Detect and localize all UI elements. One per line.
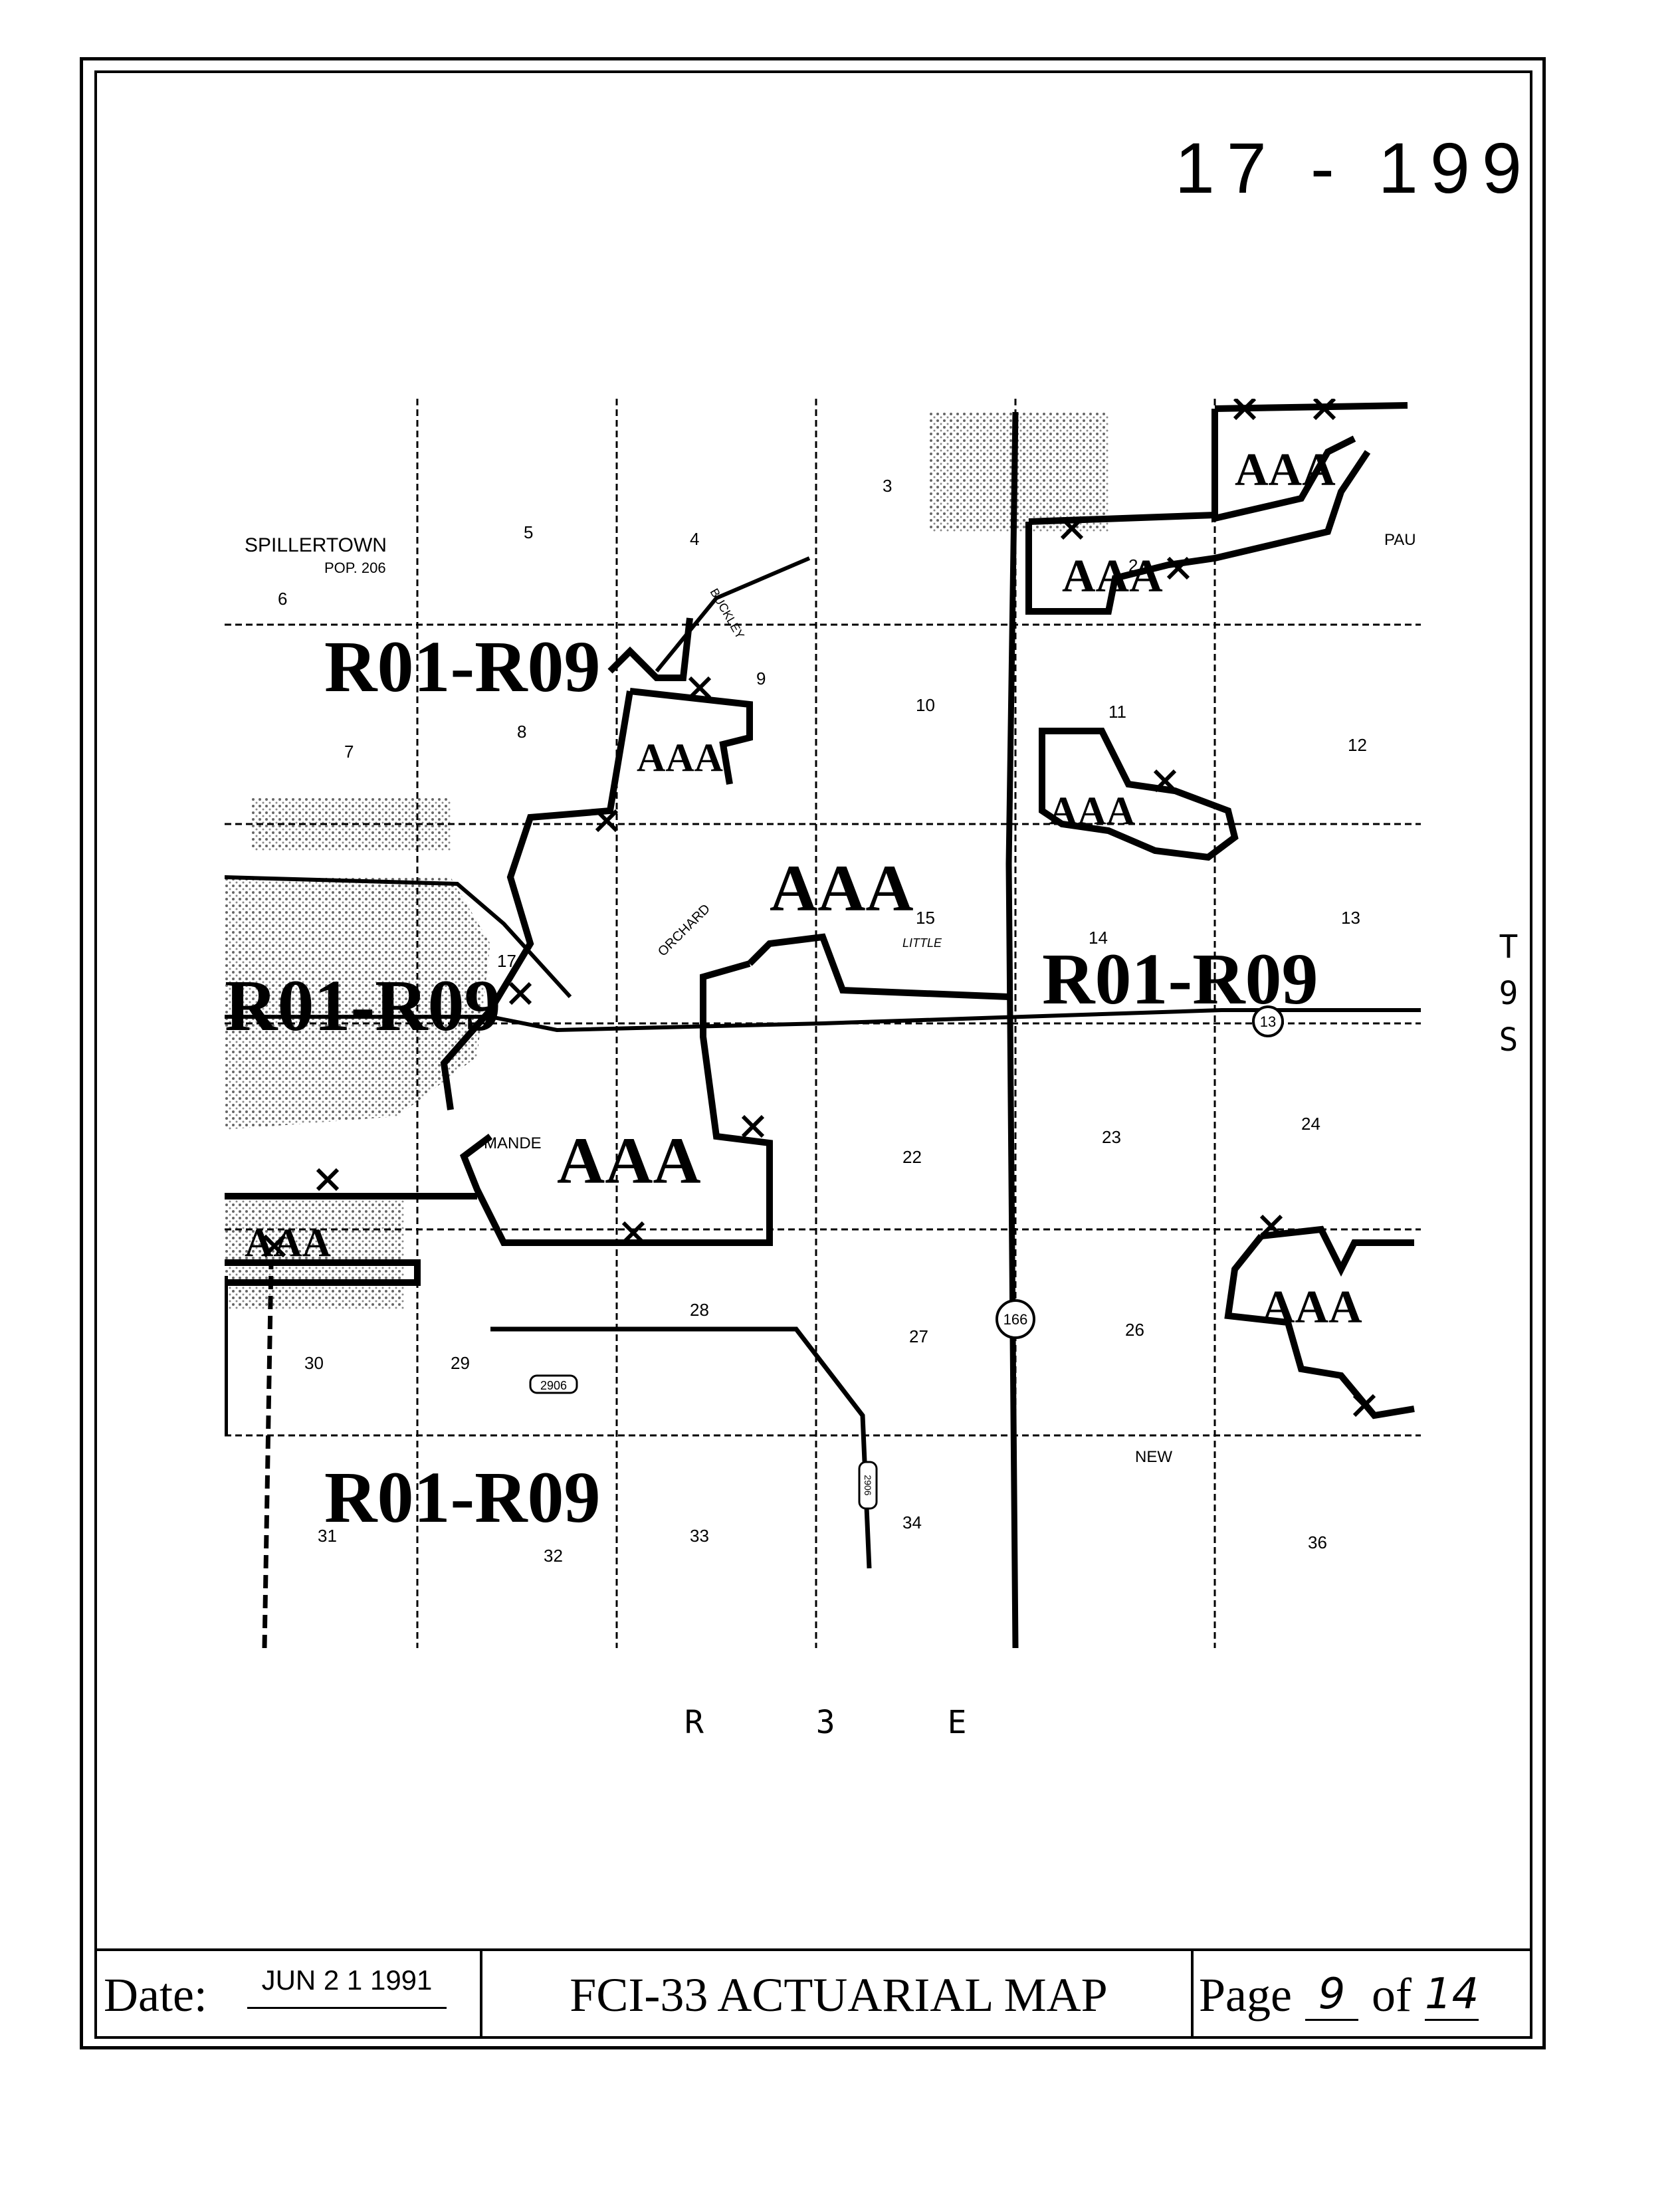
- route-13-shield: [1252, 1005, 1284, 1037]
- new-label: NEW: [1135, 1448, 1172, 1466]
- township-label: T 9 S: [1499, 928, 1519, 1059]
- zone-label-aaa: AAA: [770, 851, 914, 925]
- zone-label-aaa: AAA: [557, 1124, 701, 1198]
- zone-label-r01-r09: R01-R09: [324, 626, 601, 707]
- boundary-hatch-marks: [262, 399, 1376, 1417]
- section-number: 8: [517, 722, 526, 742]
- page-of-label: of: [1371, 1968, 1412, 2022]
- section-number: 3: [883, 476, 892, 496]
- zone-labels: R01-R09 R01-R09 R01-R09 R01-R09 AAA AAA …: [225, 445, 1362, 1538]
- section-number: 30: [304, 1353, 324, 1373]
- date-value: JUN 2 1 1991: [247, 1964, 447, 2009]
- section-number: 22: [902, 1147, 922, 1167]
- outer-border: [80, 57, 1546, 2049]
- zone-label-aaa: AAA: [637, 736, 723, 780]
- section-number: 33: [690, 1526, 709, 1546]
- page-total: 14: [1424, 1970, 1479, 2021]
- section-numbers: 2 3 4 5 6 7 8 9 10 11 12 13 14 15 17 22 …: [278, 476, 1367, 1566]
- section-number: 32: [544, 1546, 563, 1566]
- zone-label-aaa: AAA: [245, 1221, 331, 1265]
- footer: Date: JUN 2 1 1991 FCI-33 ACTUARIAL MAP …: [94, 1948, 1532, 2039]
- zone-label-r01-r09: R01-R09: [225, 965, 501, 1046]
- zone-label-r01-r09: R01-R09: [1042, 938, 1318, 1019]
- section-number: 15: [916, 908, 935, 928]
- route-166-label: 166: [1003, 1311, 1028, 1328]
- roads: [225, 411, 1421, 1648]
- section-number: 31: [318, 1526, 337, 1546]
- mande-label: MANDE: [484, 1134, 542, 1152]
- inner-border: [94, 70, 1532, 2039]
- section-number: 11: [1108, 702, 1126, 722]
- section-number: 2: [1128, 556, 1138, 575]
- page-indicator: Page 9 of 14: [1199, 1951, 1492, 2039]
- footer-divider: [480, 1951, 482, 2039]
- route-2906-shield-a: [529, 1374, 578, 1394]
- route-13-label: 13: [1260, 1013, 1276, 1030]
- route-2906-shield-b: [858, 1461, 878, 1510]
- section-number: 24: [1301, 1114, 1320, 1134]
- range-label: R 3 E: [684, 1704, 1013, 1741]
- section-number: 4: [690, 529, 699, 549]
- zone-label-aaa: AAA: [1049, 789, 1135, 833]
- footer-divider: [1191, 1951, 1194, 2039]
- page-label: Page: [1199, 1968, 1292, 2022]
- little-label: LITTLE: [902, 936, 942, 950]
- section-number: 9: [756, 669, 766, 688]
- section-number: 10: [916, 695, 935, 715]
- route-2906-label-b: 2906: [863, 1475, 873, 1495]
- section-number: 6: [278, 589, 287, 609]
- section-number: 28: [690, 1300, 709, 1320]
- page-number: 9: [1305, 1970, 1358, 2021]
- section-number: 13: [1341, 908, 1360, 928]
- section-number: 14: [1089, 928, 1108, 948]
- section-number: 12: [1348, 735, 1367, 755]
- section-number: 5: [524, 522, 533, 542]
- spillertown-pop-label: POP. 206: [324, 560, 386, 576]
- route-2906-label-a: 2906: [540, 1379, 567, 1392]
- section-number: 29: [451, 1353, 470, 1373]
- route-166-shield: [996, 1299, 1035, 1339]
- zone-label-aaa: AAA: [1062, 551, 1163, 602]
- section-number: 34: [902, 1512, 922, 1532]
- map-title: FCI-33 ACTUARIAL MAP: [570, 1968, 1108, 2022]
- pau-label: PAU: [1384, 531, 1416, 549]
- section-number: 36: [1308, 1532, 1327, 1552]
- zone-label-aaa: AAA: [1235, 445, 1336, 496]
- section-number: 26: [1125, 1320, 1144, 1340]
- section-number: 17: [497, 951, 516, 971]
- date-label: Date:: [104, 1968, 207, 2022]
- zone-label-aaa: AAA: [1261, 1282, 1362, 1333]
- zone-label-r01-r09: R01-R09: [324, 1457, 601, 1538]
- actuarial-map: 166 13 2906 2906 SPILLERTOWN POP. 206 MA…: [225, 399, 1421, 1648]
- route-shields: 166 13 2906 2906: [529, 1005, 1284, 1510]
- map-number: 17 - 199: [1174, 128, 1534, 208]
- spillertown-label: SPILLERTOWN: [245, 534, 387, 556]
- section-number: 7: [344, 742, 354, 762]
- section-number: 23: [1102, 1127, 1121, 1147]
- section-number: 27: [909, 1326, 928, 1346]
